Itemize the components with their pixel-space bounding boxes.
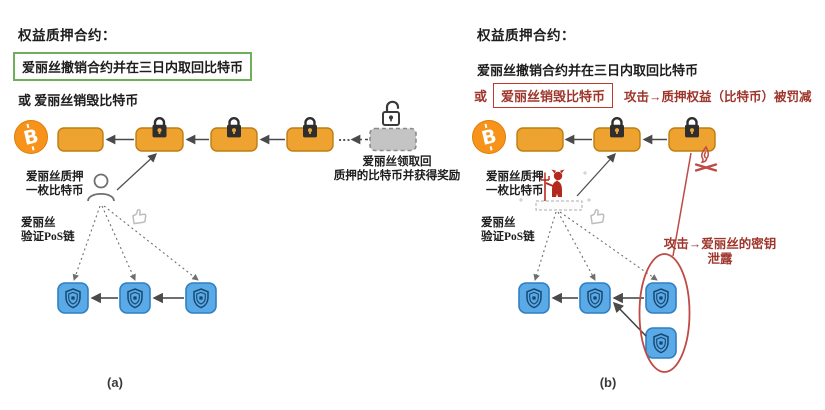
stake-label-line1: 爱丽丝质押	[486, 171, 544, 183]
validate-label-line1: 爱丽丝	[21, 217, 56, 229]
person-icon	[87, 173, 115, 202]
stake-label-line1: 爱丽丝质押	[26, 171, 84, 183]
stake-label-line2: 一枚比特币	[486, 184, 544, 197]
pos-node	[579, 282, 611, 314]
thumbs-up-icon	[131, 208, 148, 225]
panel-a-graphics: B ···	[14, 100, 417, 314]
thumbs-up-icon	[589, 208, 606, 225]
validate-arrow	[533, 211, 557, 281]
devil-figure	[540, 169, 565, 201]
bitcoin-b-glyph: B	[480, 125, 499, 150]
panel-b-caption: (b)	[599, 375, 617, 390]
panel-a-validate-label: 爱丽丝 验证PoS链	[21, 217, 75, 244]
burn-option-boxed: 爱丽丝销毁比特币	[493, 83, 614, 108]
panel-b-keyleak-label: 攻击→爱丽丝的密钥 泄露	[645, 237, 795, 267]
panel-b-stake-label: 爱丽丝质押 一枚比特币	[486, 171, 544, 198]
panel-a-stake-label: 爱丽丝质押 一枚比特币	[26, 171, 84, 198]
keyleak-label-line2: 泄露	[707, 252, 733, 266]
lock-icon	[608, 116, 626, 139]
keyleak-label-line1: 攻击→爱丽丝的密钥	[663, 237, 777, 251]
panel-a-revoke-box: 爱丽丝撤销合约并在三日内取回比特币	[13, 52, 253, 81]
validate-arrow	[101, 205, 136, 281]
block-b2-locked	[593, 116, 641, 152]
attack-link-line	[672, 152, 692, 257]
burn-option-text: 爱丽丝销毁比特币	[34, 93, 139, 108]
block-a2-locked	[135, 116, 184, 152]
pos-node	[119, 282, 151, 314]
panel-a-title: 权益质押合约：	[18, 28, 116, 43]
panel-b-validate-label: 爱丽丝 验证PoS链	[481, 217, 535, 244]
block-b3-locked	[668, 116, 716, 152]
block-b1	[516, 127, 564, 152]
future-block-dashed	[369, 127, 417, 152]
stake-arrow	[576, 152, 616, 197]
devil-icon	[519, 169, 591, 211]
panel-b-revoke-option: 爱丽丝撤销合约并在三日内取回比特币	[477, 63, 699, 78]
lock-icon	[301, 116, 319, 139]
stake-label-line2: 一枚比特币	[26, 184, 84, 197]
bitcoin-b-glyph: B	[22, 125, 41, 150]
validate-arrow	[559, 211, 658, 281]
panel-a-or-line: 或 爱丽丝销毁比特币	[18, 90, 138, 109]
lock-icon	[683, 116, 701, 139]
fork-ellipse	[638, 253, 691, 373]
validate-label-line2: 验证PoS链	[21, 230, 75, 243]
pos-node-fork-bottom	[645, 327, 677, 359]
chain-ellipsis: ···	[338, 134, 351, 147]
panel-b-graphics: B	[472, 116, 718, 373]
lock-icon	[151, 116, 168, 139]
slash-attack-text: 攻击→质押权益（比特币）被罚减	[624, 90, 812, 104]
sparkles	[519, 171, 591, 202]
fire-icon	[694, 145, 718, 172]
pos-node-fork-top	[645, 282, 677, 314]
pos-node	[185, 282, 217, 314]
pos-node	[518, 282, 550, 314]
panel-b-title: 权益质押合约：	[477, 28, 575, 43]
panel-a-redeem-label: 爱丽丝领取回 质押的比特币并获得奖励	[323, 156, 471, 183]
panel-b-or-line: 或 爱丽丝销毁比特币 攻击→质押权益（比特币）被罚减	[474, 83, 812, 108]
validate-label-line2: 验证PoS链	[481, 230, 535, 243]
redeem-label-line2: 质押的比特币并获得奖励	[333, 169, 461, 182]
block-a4-locked	[286, 116, 334, 152]
or-word: 或	[18, 93, 32, 108]
panel-a-caption: (a)	[107, 375, 123, 390]
bitcoin-icon: B	[14, 120, 48, 154]
validate-arrow	[557, 211, 596, 281]
block-a1	[57, 127, 104, 152]
bitcoin-icon: B	[472, 120, 506, 154]
redeem-label-line1: 爱丽丝领取回	[362, 156, 432, 168]
or-word: 或	[474, 89, 488, 104]
validate-arrow	[72, 205, 101, 281]
stake-arrow	[116, 153, 158, 191]
validate-label-line1: 爱丽丝	[481, 217, 516, 229]
revoke-option-text: 爱丽丝撤销合约并在三日内取回比特币	[13, 52, 253, 81]
block-a3-locked	[210, 116, 258, 152]
pos-node	[57, 282, 89, 314]
unlock-icon	[381, 100, 401, 127]
lock-icon	[225, 116, 243, 139]
